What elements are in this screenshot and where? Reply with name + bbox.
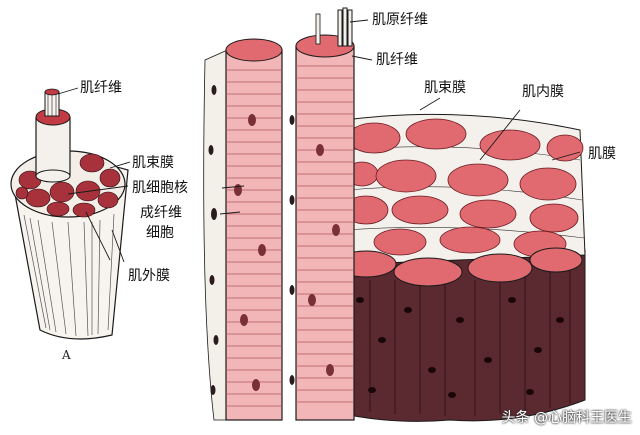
watermark: 头条 @心脑科王医生	[501, 410, 632, 426]
muscle-fiber-2	[295, 34, 355, 421]
fiber-cross-sections	[343, 118, 584, 258]
dark-fiber-bundle	[334, 249, 586, 422]
label-myofilament: 肌原纤维	[372, 12, 428, 28]
label-epimysium: 肌外膜	[128, 268, 170, 284]
label-sarcolemma: 肌膜	[588, 146, 616, 162]
extracted-fascicle	[35, 117, 71, 177]
bundle-column-tops	[335, 247, 583, 287]
connective-tissue-strip	[203, 47, 233, 421]
label-endomysium: 肌内膜	[522, 84, 564, 100]
muscle-fiber-1	[225, 38, 283, 421]
small-myofibril	[315, 13, 321, 45]
left-leader-lines	[57, 87, 131, 263]
panel-letter: A	[62, 348, 71, 362]
label-perimysium-right: 肌束膜	[424, 80, 466, 96]
dark-bundle-texture	[349, 268, 571, 416]
label-fibroblast-2: 细胞	[146, 225, 174, 241]
label-muscle-fiber-left: 肌纤维	[80, 80, 122, 96]
myofibril-strands	[337, 7, 353, 47]
fiber-2-nuclei	[308, 144, 340, 376]
dark-bundle-nuclei	[356, 297, 564, 398]
fibroblast-nuclei	[208, 85, 295, 395]
whole-muscle-diagram	[10, 87, 131, 340]
fiber-1-top	[225, 38, 283, 62]
label-nucleus: 肌细胞核	[132, 180, 188, 196]
fiber-2-striations	[296, 65, 354, 403]
belly-striations	[23, 213, 115, 337]
label-perimysium-left: 肌束膜	[132, 155, 174, 171]
label-fibroblast-1: 成纤维	[140, 205, 182, 221]
right-leader-lines	[219, 19, 581, 215]
label-muscle-fiber-right: 肌纤维	[376, 52, 418, 68]
